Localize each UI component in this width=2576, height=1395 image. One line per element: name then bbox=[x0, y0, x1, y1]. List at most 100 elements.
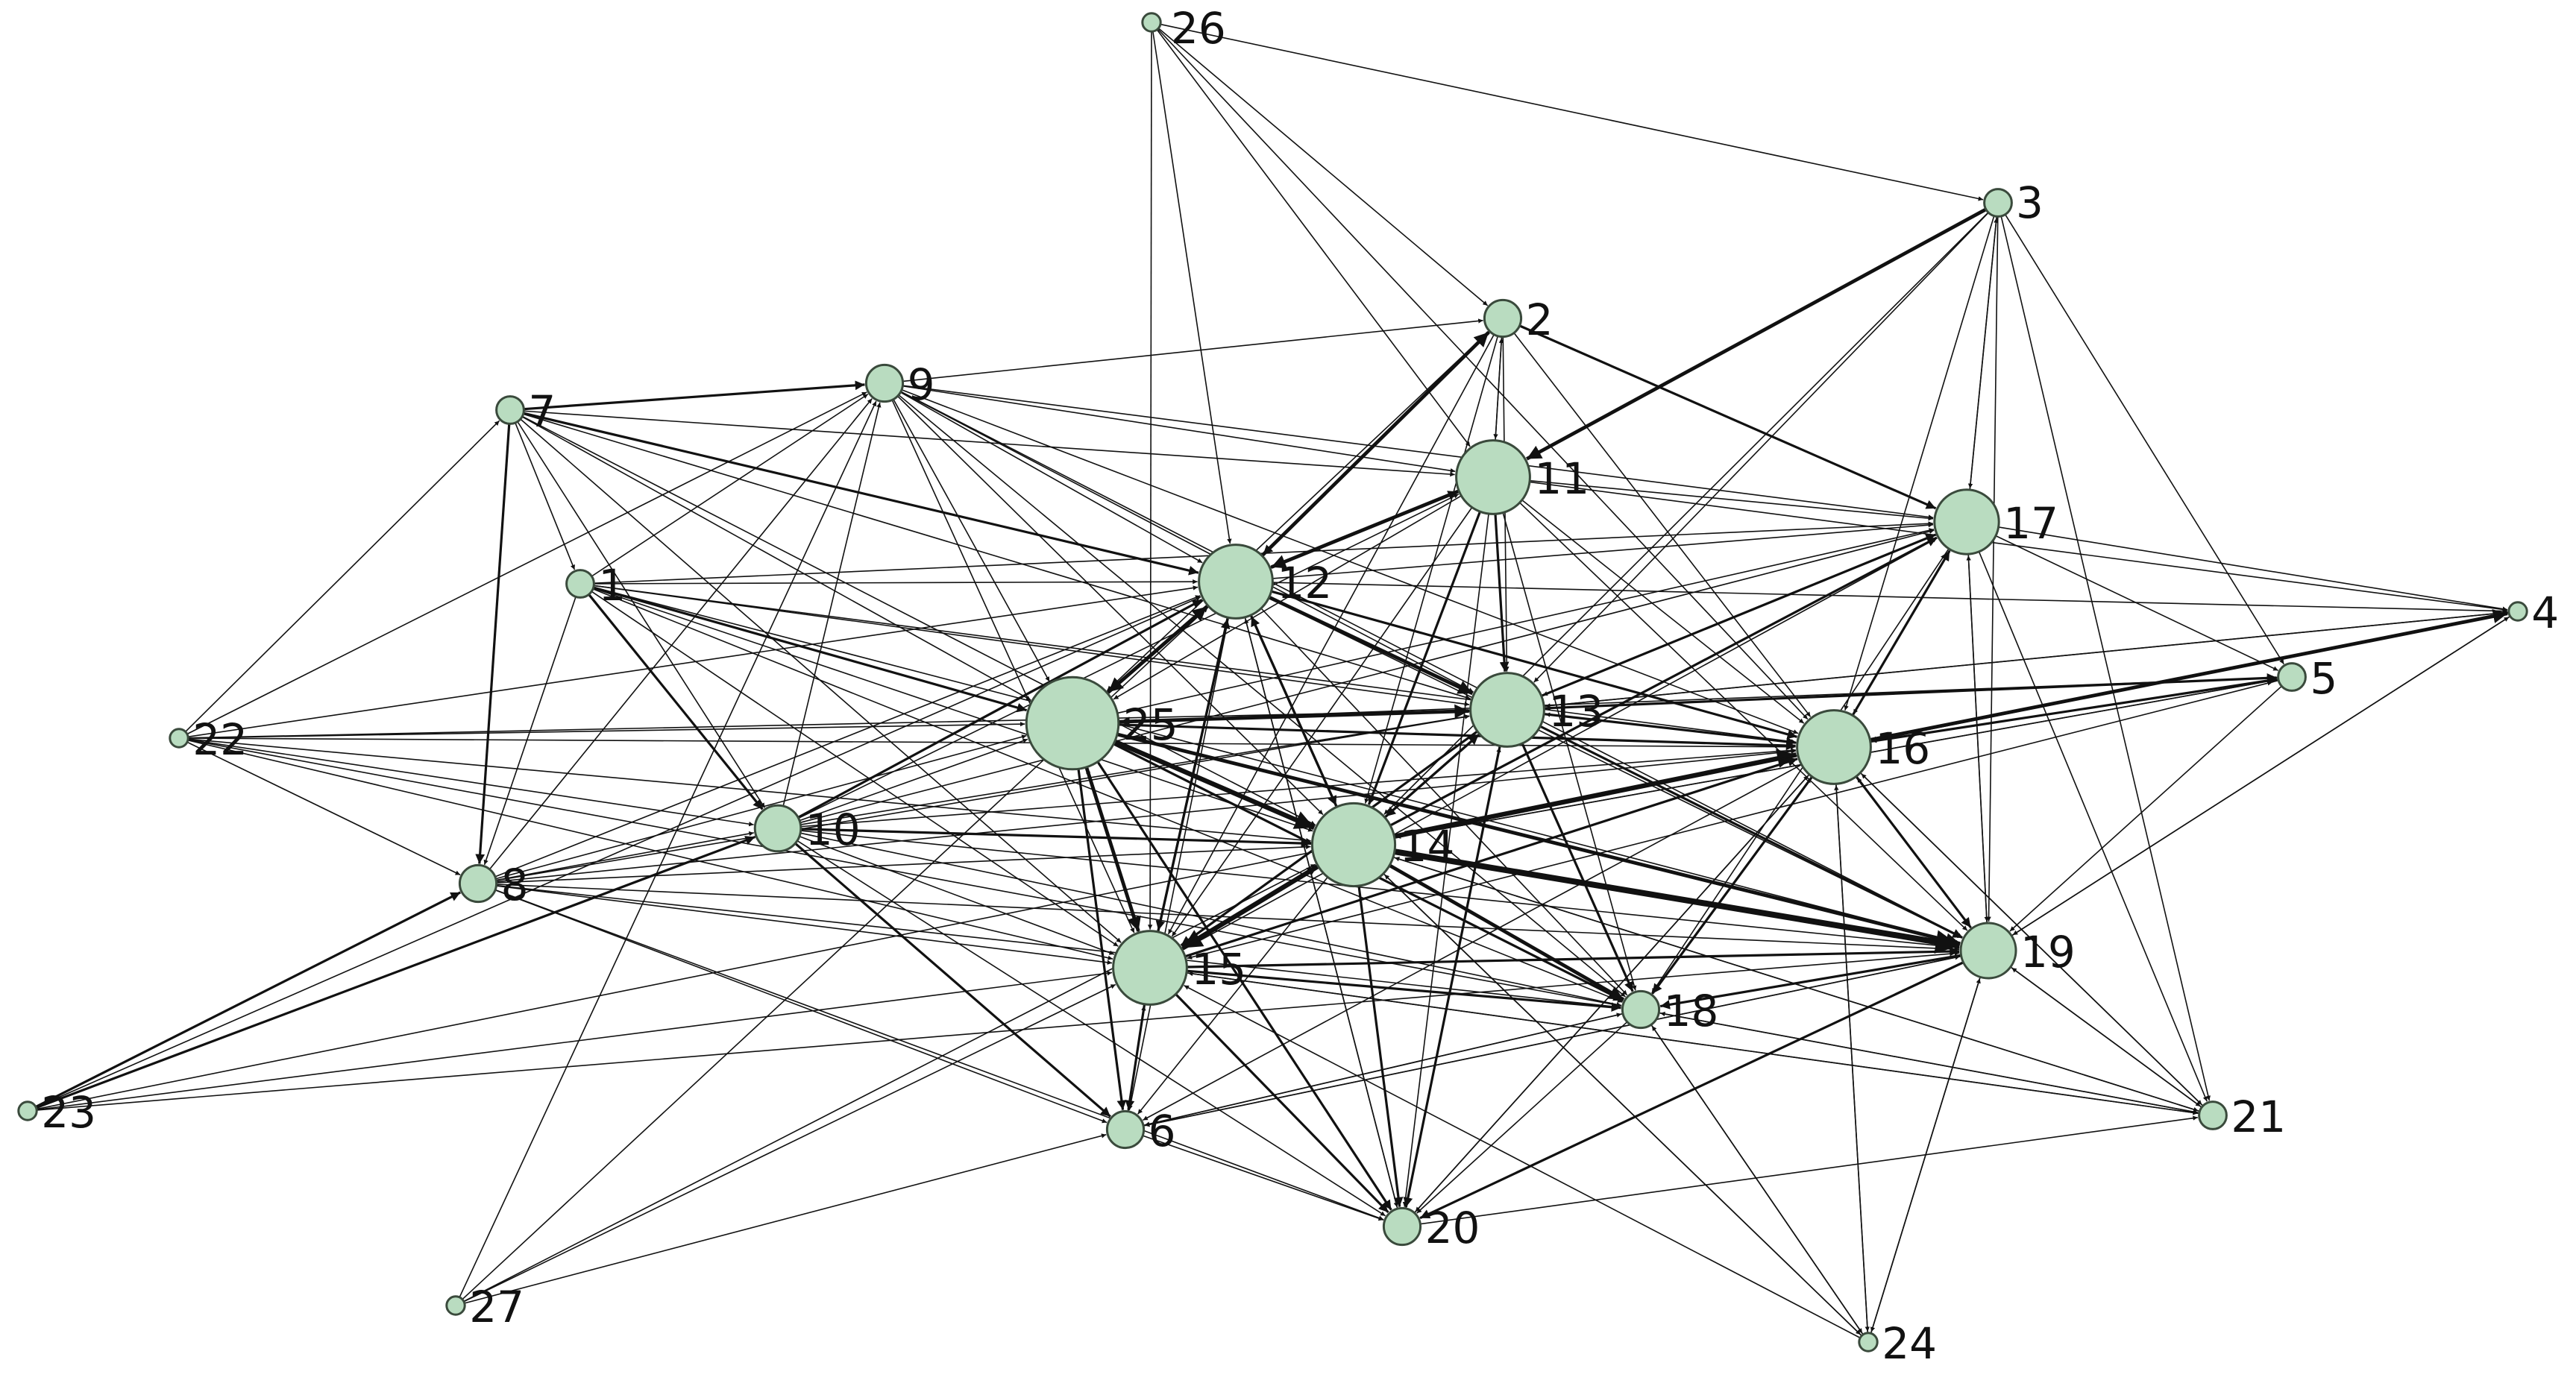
edge-17-13 bbox=[1542, 533, 1938, 696]
edge-16-6 bbox=[1143, 763, 1802, 1121]
edge-25-12 bbox=[1106, 605, 1208, 695]
edge-1-13 bbox=[594, 585, 1470, 707]
node-label-11: 11 bbox=[1534, 453, 1589, 504]
node-label-12: 12 bbox=[1277, 558, 1332, 608]
node-2: 2 bbox=[1483, 295, 1554, 345]
node-13: 13 bbox=[1469, 672, 1603, 748]
edge-10-18 bbox=[799, 832, 1622, 1007]
node-circle-27 bbox=[445, 1295, 466, 1316]
edge-23-15 bbox=[37, 971, 1113, 1111]
edge-15-20 bbox=[1175, 993, 1389, 1214]
edge-17-3 bbox=[1969, 218, 1999, 491]
node-27: 27 bbox=[445, 1282, 524, 1332]
node-label-19: 19 bbox=[2020, 927, 2076, 977]
node-20: 20 bbox=[1382, 1203, 1480, 1253]
node-22: 22 bbox=[169, 714, 248, 765]
node-layer: 1234567891011121314151617181920212223242… bbox=[17, 3, 2559, 1369]
node-circle-26 bbox=[1141, 12, 1162, 33]
node-label-23: 23 bbox=[41, 1087, 96, 1138]
edge-27-15 bbox=[463, 983, 1116, 1303]
edge-10-16 bbox=[800, 748, 1796, 828]
edge-11-18 bbox=[1502, 512, 1637, 991]
node-label-25: 25 bbox=[1123, 699, 1178, 750]
edge-14-17 bbox=[1389, 536, 1938, 827]
edge-10-12 bbox=[797, 598, 1203, 819]
edge-22-9 bbox=[186, 391, 867, 735]
edge-25-17 bbox=[1117, 528, 1935, 714]
edge-1-10 bbox=[588, 593, 764, 810]
node-14: 14 bbox=[1310, 802, 1454, 888]
edge-2-15 bbox=[1167, 334, 1495, 935]
edge-8-10 bbox=[496, 831, 754, 881]
edge-3-5 bbox=[2005, 214, 2284, 665]
edge-9-18 bbox=[898, 394, 1627, 998]
node-label-20: 20 bbox=[1425, 1203, 1480, 1253]
node-circle-11 bbox=[1455, 439, 1531, 515]
edge-8-16 bbox=[496, 749, 1796, 883]
edge-12-13 bbox=[1268, 595, 1474, 696]
edge-5-15 bbox=[1187, 679, 2279, 960]
edge-12-16 bbox=[1271, 590, 1797, 740]
edge-12-18 bbox=[1260, 608, 1628, 996]
edge-11-17 bbox=[1530, 479, 1934, 521]
edge-4-19 bbox=[2012, 615, 2511, 936]
edge-17-21 bbox=[1978, 551, 2208, 1102]
edge-5-19 bbox=[2009, 685, 2282, 932]
node-circle-14 bbox=[1310, 802, 1397, 888]
edge-22-7 bbox=[185, 420, 500, 732]
edge-10-20 bbox=[797, 840, 1386, 1217]
edge-11-13 bbox=[1494, 514, 1510, 672]
edge-1-9 bbox=[591, 393, 869, 577]
edge-6-18 bbox=[1143, 1013, 1622, 1127]
edge-3-13 bbox=[1533, 212, 1989, 683]
edge-20-12 bbox=[1244, 618, 1398, 1209]
edge-10-14 bbox=[800, 828, 1311, 848]
edge-25-20 bbox=[1096, 761, 1392, 1211]
node-12: 12 bbox=[1198, 544, 1332, 620]
edge-24-16 bbox=[1834, 785, 1869, 1333]
node-11: 11 bbox=[1455, 439, 1589, 515]
edge-24-19 bbox=[1870, 978, 1981, 1334]
edge-27-6 bbox=[464, 1133, 1107, 1304]
edge-2-17 bbox=[1518, 324, 1937, 510]
edge-1-12 bbox=[594, 579, 1198, 585]
node-circle-22 bbox=[169, 728, 189, 749]
edge-22-10 bbox=[187, 739, 754, 827]
edge-9-13 bbox=[900, 391, 1474, 693]
edge-12-6 bbox=[1128, 617, 1230, 1111]
edge-23-19 bbox=[37, 951, 1960, 1111]
node-label-24: 24 bbox=[1882, 1318, 1937, 1369]
node-label-17: 17 bbox=[2003, 498, 2058, 549]
edge-9-25 bbox=[893, 399, 1050, 682]
node-8: 8 bbox=[458, 860, 529, 910]
edge-8-19 bbox=[496, 884, 1960, 952]
edge-8-18 bbox=[496, 884, 1621, 1010]
edge-22-15 bbox=[187, 740, 1113, 960]
node-circle-12 bbox=[1198, 544, 1274, 620]
edge-10-13 bbox=[800, 714, 1470, 825]
edge-25-6 bbox=[1077, 769, 1127, 1110]
node-7: 7 bbox=[495, 386, 556, 437]
edge-8-12 bbox=[494, 595, 1201, 878]
edge-26-12 bbox=[1152, 31, 1232, 544]
edge-21-14 bbox=[1394, 857, 2200, 1112]
edge-22-13 bbox=[188, 708, 1469, 739]
node-circle-10 bbox=[753, 804, 802, 853]
edge-8-20 bbox=[494, 889, 1384, 1221]
edge-25-14 bbox=[1113, 739, 1316, 831]
edge-1-18 bbox=[592, 588, 1623, 1003]
edge-14-20 bbox=[1357, 885, 1404, 1207]
node-circle-7 bbox=[495, 395, 525, 425]
edge-7-12 bbox=[523, 412, 1199, 576]
edge-22-25 bbox=[188, 721, 1025, 739]
node-18: 18 bbox=[1621, 986, 1718, 1036]
edge-24-14 bbox=[1383, 874, 1862, 1337]
edge-24-15 bbox=[1184, 985, 1861, 1339]
edge-14-6 bbox=[1137, 876, 1328, 1115]
edge-13-18 bbox=[1521, 743, 1634, 992]
edge-20-13 bbox=[1405, 747, 1501, 1209]
edge-4-13 bbox=[1545, 611, 2509, 708]
edge-3-21 bbox=[2000, 215, 2211, 1101]
edge-3-19 bbox=[1986, 216, 1999, 922]
edge-12-4 bbox=[1272, 582, 2507, 614]
